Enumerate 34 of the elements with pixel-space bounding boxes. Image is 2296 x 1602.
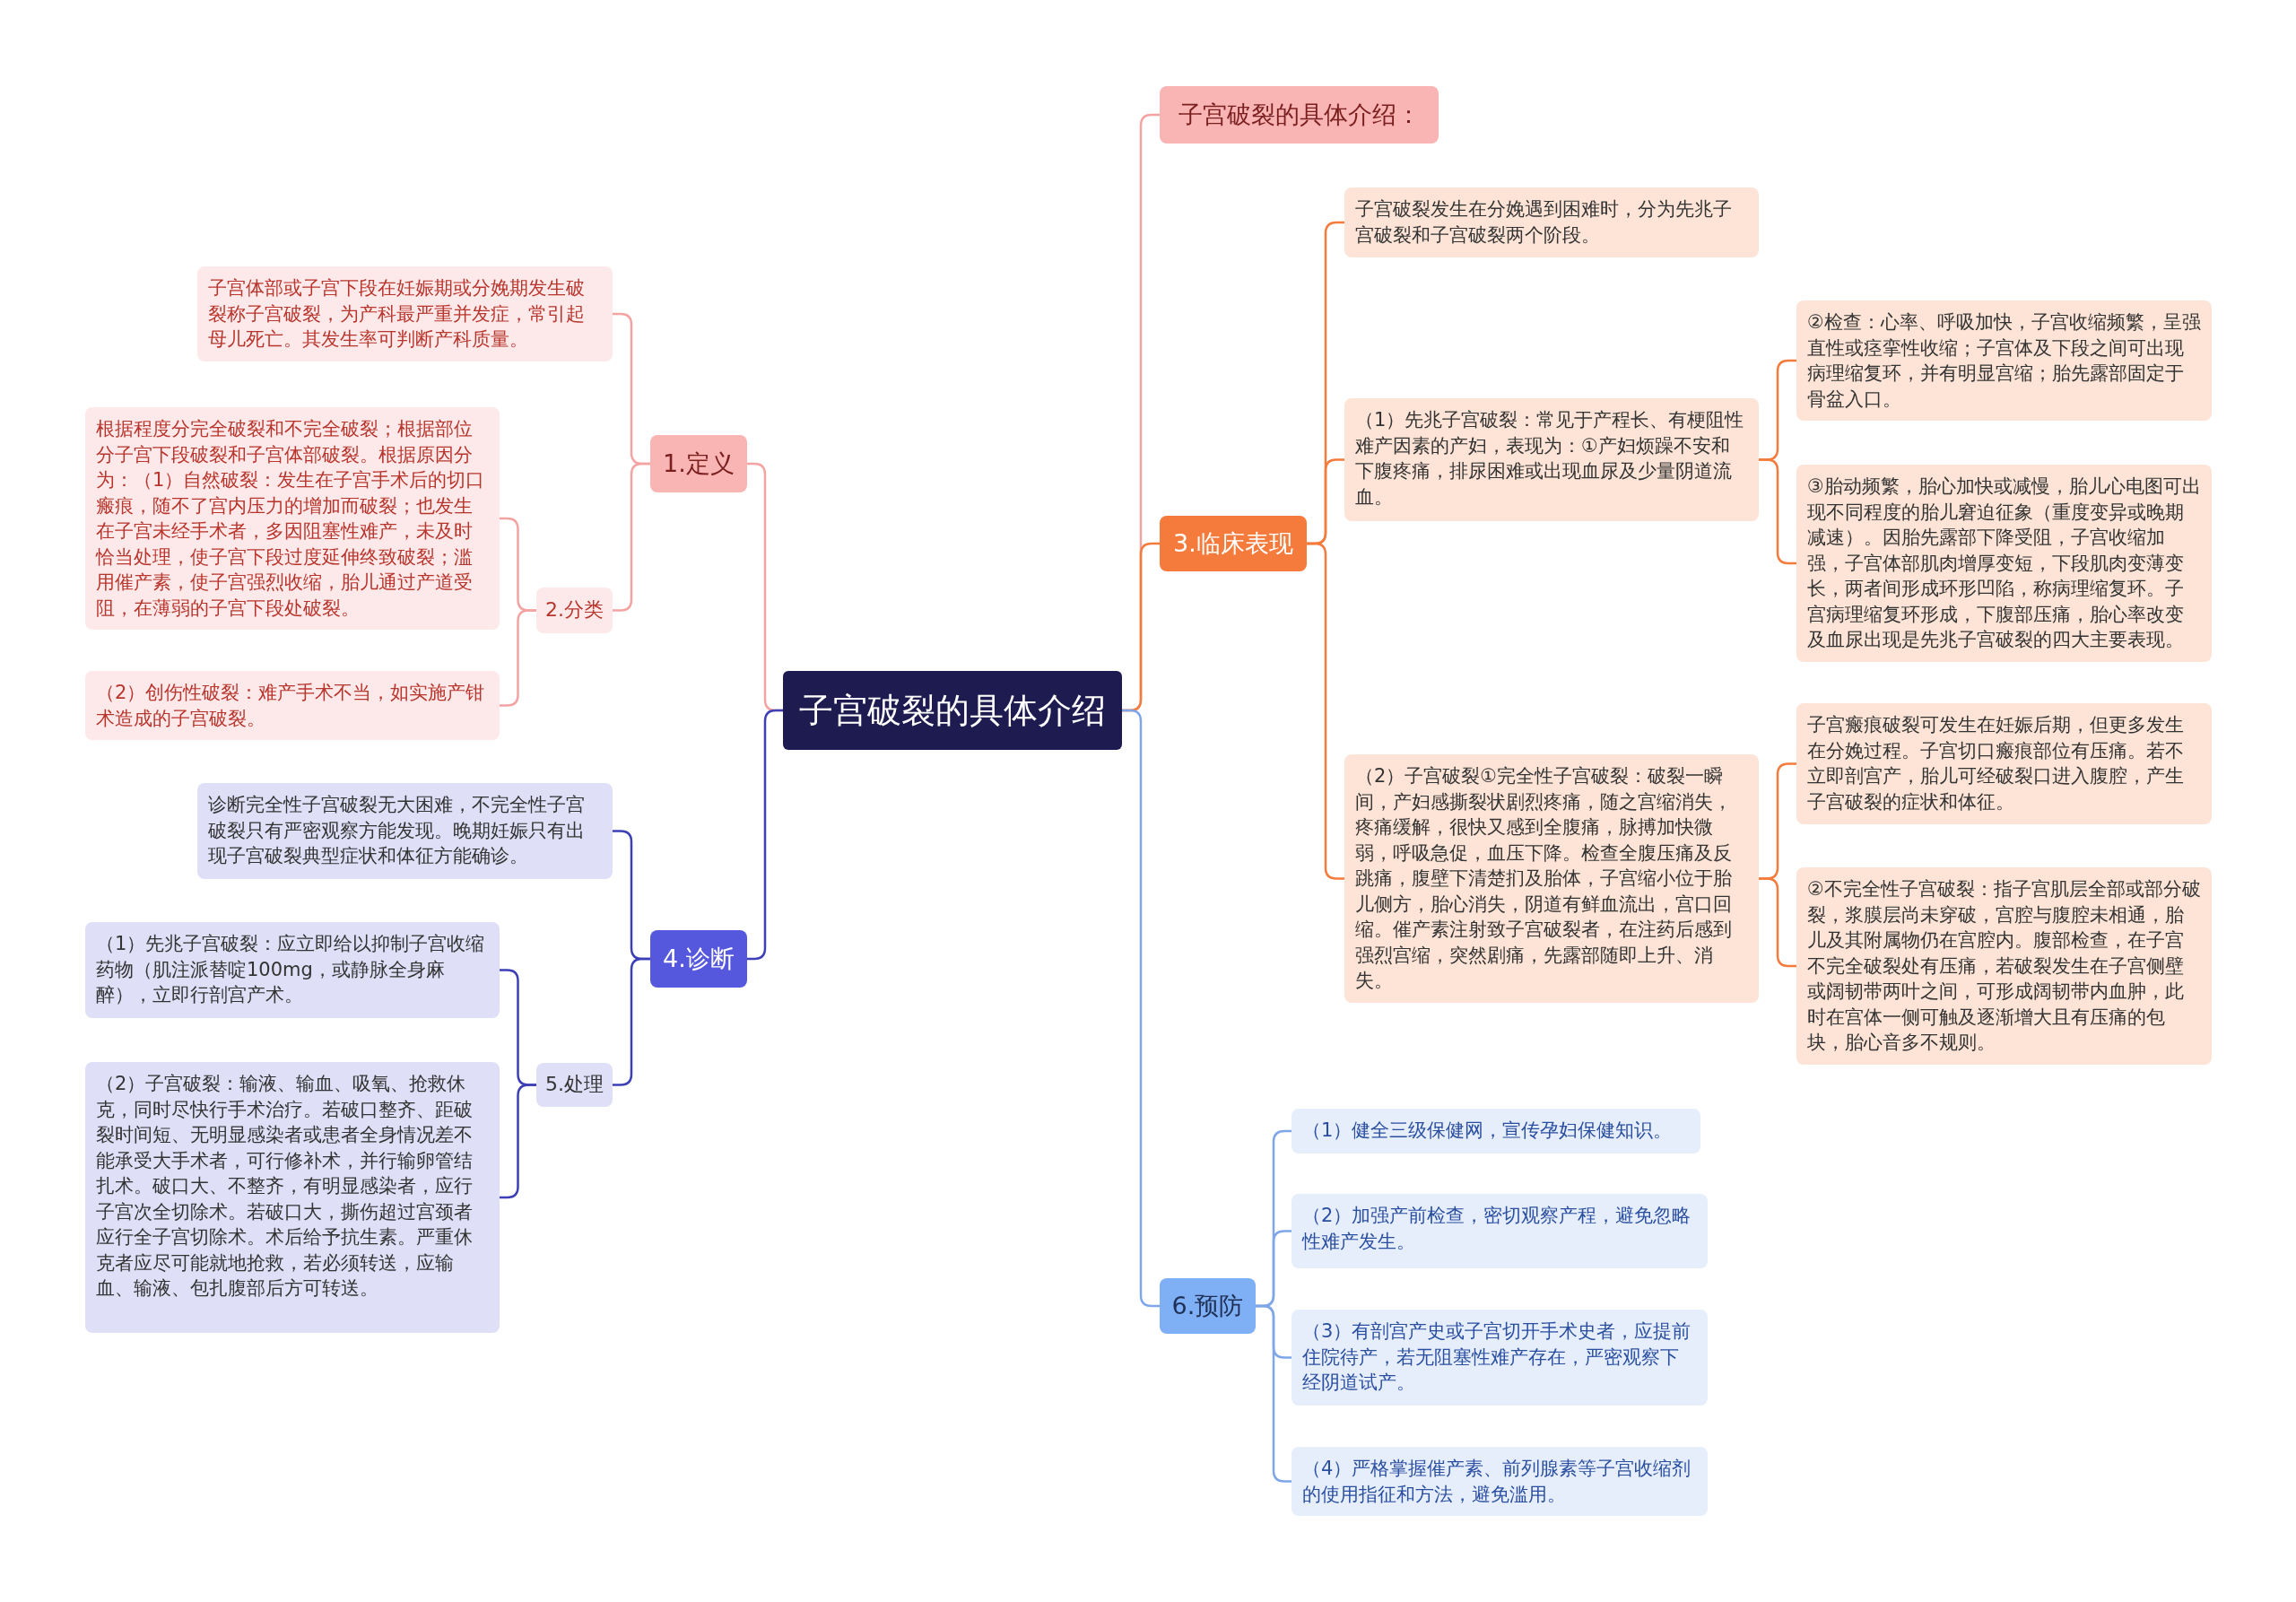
connector — [500, 1084, 536, 1199]
connector — [1256, 1304, 1292, 1483]
connector — [613, 957, 650, 1086]
topic-card: （2）加强产前检查，密切观察产程，避免忽略性难产发生。 — [1292, 1194, 1708, 1268]
topic-card: （3）有剖宫产史或子宫切开手术史者，应提前住院待产，若无阻塞性难产存在，严密观察下经阴道试产。 — [1292, 1310, 1708, 1406]
topic-card: 子宫体部或子宫下段在妊娠期或分娩期发生破裂称子宫破裂，为产科最严重并发症，常引起母儿死亡。其发生率可判断产科质量。 — [197, 266, 613, 361]
subtopic: 2.分类 — [536, 588, 613, 633]
connector — [1307, 542, 1344, 880]
topic-card: （2）子宫破裂：输液、输血、吸氧、抢救休克，同时尽快行手术治疗。若破口整齐、距破裂时间短、无明显感染者或患者全身情况差不能承受大手术者，可行修补术，并行输卵管结扎术。破口大、不整齐，有明显感染者，应行子宫次全切除术。若破口大，撕伤超过宫颈者应行全子宫切除术。术后给予抗生素。严重休克者应尽可能就地抢救，若必须转送，应输血、输液、包扎腹部后方可转送。 — [85, 1062, 500, 1333]
central-topic: 子宫破裂的具体介绍 — [783, 671, 1122, 750]
connector — [1759, 458, 1796, 565]
topic-card: （1）健全三级保健网，宣传孕妇保健知识。 — [1292, 1109, 1700, 1154]
branch-topic: 4.诊断 — [650, 930, 747, 988]
topic-card: （2）创伤性破裂：难产手术不当，如实施产钳术造成的子宫破裂。 — [85, 671, 500, 740]
topic-card: （2）子宫破裂①完全性子宫破裂：破裂一瞬间，产妇感撕裂状剧烈疼痛，随之宫缩消失，疼痛缓解，很快又感到全腹痛，脉搏加快微弱，呼吸急促，血压下降。检查全腹压痛及反跳痛，腹壁下清楚扪及胎体，子宫缩小位于胎儿侧方，胎心消失，阴道有鲜血流出，宫口回缩。催产素注射致子宫破裂者，在注药后感到强烈宫缩，突然剧痛，先露部随即上升、消失。 — [1344, 754, 1759, 1003]
topic-card: （1）先兆子宫破裂：应立即给以抑制子宫收缩药物（肌注派替啶100mg，或静脉全身麻醉），立即行剖宫产术。 — [85, 922, 500, 1018]
connector — [500, 609, 536, 707]
title-topic: 子宫破裂的具体介绍： — [1160, 86, 1439, 144]
topic-card: （1）先兆子宫破裂：常见于产程长、有梗阻性难产因素的产妇，表现为：①产妇烦躁不安和下腹疼痛，排尿困难或出现血尿及少量阴道流血。 — [1344, 398, 1759, 521]
topic-card: 子宫破裂发生在分娩遇到困难时，分为先兆子宫破裂和子宫破裂两个阶段。 — [1344, 187, 1759, 257]
connector — [747, 709, 783, 961]
connector — [1759, 877, 1796, 968]
topic-card: 子宫瘢痕破裂可发生在妊娠后期，但更多发生在分娩过程。子宫切口瘢痕部位有压痛。若不立即剖宫产，胎儿可经破裂口进入腹腔，产生子宫破裂的症状和体征。 — [1796, 703, 2212, 824]
branch-topic: 6.预防 — [1160, 1278, 1256, 1334]
topic-card: ②不完全性子宫破裂：指子宫肌层全部或部分破裂，浆膜层尚未穿破，宫腔与腹腔未相通，胎儿及其附属物仍在宫腔内。腹部检查，在子宫不完全破裂处有压痛，若破裂发生在子宫侧壁或阔韧带两叶之间，可形成阔韧带内血肿，此时在宫体一侧可触及逐渐增大且有压痛的包块，胎心音多不规则。 — [1796, 867, 2212, 1065]
topic-card: 诊断完全性子宫破裂无大困难，不完全性子宫破裂只有严密观察方能发现。晚期妊娠只有出现子宫破裂典型症状和体征方能确诊。 — [197, 783, 613, 879]
branch-topic: 1.定义 — [650, 435, 747, 492]
topic-card: （4）严格掌握催产素、前列腺素等子宫收缩剂的使用指征和方法，避免滥用。 — [1292, 1447, 1708, 1516]
branch-topic: 3.临床表现 — [1160, 516, 1307, 571]
topic-card: 根据程度分完全破裂和不完全破裂；根据部位分子宫下段破裂和子宫体部破裂。根据原因分为：（1）自然破裂：发生在子宫手术后的切口瘢痕，随不了宫内压力的增加而破裂；也发生在子宫未经手术者，多因阻塞性难产，未及时恰当处理，使子宫下段过度延伸终致破裂；滥用催产素，使子宫强烈收缩，胎儿通过产道受阻，在薄弱的子宫下段处破裂。 — [85, 407, 500, 630]
subtopic: 5.处理 — [536, 1063, 613, 1107]
topic-card: ③胎动频繁，胎心加快或减慢，胎儿心电图可出现不同程度的胎儿窘迫征象（重度变异或晚期减速）。因胎先露部下降受阻，子宫收缩加强，子宫体部肌肉增厚变短，下段肌肉变薄变长，两者间形成环形凹陷，称病理缩复环。子宫病理缩复环形成，下腹部压痛，胎心率改变及血尿出现是先兆子宫破裂的四大主要表现。 — [1796, 465, 2212, 662]
topic-card: ②检查：心率、呼吸加快，子宫收缩频繁，呈强直性或痉挛性收缩；子宫体及下段之间可出现病理缩复环，并有明显宫缩；胎先露部固定于骨盆入口。 — [1796, 300, 2212, 421]
connector — [613, 462, 650, 612]
